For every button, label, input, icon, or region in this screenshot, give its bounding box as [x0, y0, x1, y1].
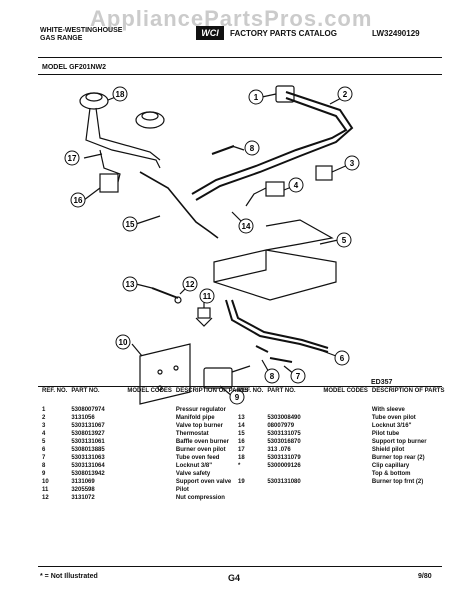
- svg-text:15: 15: [126, 220, 135, 229]
- svg-text:2: 2: [343, 90, 348, 99]
- brand-name: WHITE-WESTINGHOUSE: [40, 27, 123, 34]
- header-rule: [38, 57, 442, 58]
- col-description: DESCRIPTION OF PARTS: [371, 388, 445, 394]
- col-model-codes: MODEL CODES: [323, 388, 368, 394]
- footnote: * = Not Illustrated: [40, 573, 98, 580]
- callout-9: 9: [229, 389, 245, 405]
- svg-text:12: 12: [186, 280, 195, 289]
- callout-8: 8: [264, 368, 280, 384]
- callout-2: 2: [337, 86, 353, 102]
- model-rule: [38, 74, 442, 75]
- table-row: With sleeve: [371, 407, 405, 413]
- page-number: G4: [228, 573, 241, 583]
- parts-table-right: REF. NO. PART NO. MODEL CODES DESCRIPTIO…: [236, 388, 446, 486]
- svg-text:7: 7: [296, 372, 301, 381]
- footer-rule: [38, 566, 442, 567]
- table-row: Top & bottom: [371, 471, 411, 477]
- callout-16: 16: [70, 192, 86, 208]
- svg-text:8: 8: [250, 144, 255, 153]
- parts-table-left: REF. NO. PART NO. MODEL CODES DESCRIPTIO…: [40, 388, 250, 502]
- callout-15: 15: [122, 216, 138, 232]
- callout-6: 6: [334, 350, 350, 366]
- figure-code: ED357: [371, 379, 393, 386]
- svg-text:17: 17: [68, 154, 77, 163]
- wci-logo: WCI: [196, 26, 224, 40]
- callout-7: 7: [290, 368, 306, 384]
- col-model-codes: MODEL CODES: [127, 388, 172, 394]
- svg-text:9: 9: [235, 393, 240, 402]
- callout-17: 17: [64, 150, 80, 166]
- callout-14: 14: [238, 218, 254, 234]
- model-label: MODEL GF201NW2: [42, 64, 107, 71]
- svg-text:5: 5: [342, 236, 347, 245]
- catalog-title: FACTORY PARTS CATALOG: [230, 29, 337, 38]
- callout-10: 10: [115, 334, 131, 350]
- callout-12: 12: [182, 276, 198, 292]
- svg-text:1: 1: [254, 93, 259, 102]
- col-ref-no: REF. NO.: [42, 388, 68, 394]
- callout-18: 18: [112, 86, 128, 102]
- svg-text:14: 14: [242, 222, 251, 231]
- svg-text:11: 11: [203, 292, 212, 301]
- svg-text:18: 18: [116, 90, 125, 99]
- catalog-number: LW32490129: [372, 29, 420, 38]
- revision-date: 9/80: [418, 573, 432, 580]
- svg-text:3: 3: [350, 159, 355, 168]
- product-type: GAS RANGE: [40, 35, 83, 42]
- callout-4: 4: [288, 177, 304, 193]
- callout-11: 11: [199, 288, 215, 304]
- watermark: AppliancePartsPros.com: [90, 6, 373, 31]
- col-part-no: PART NO.: [71, 388, 100, 394]
- col-description: DESCRIPTION OF PARTS: [175, 388, 249, 394]
- table-top-rule: [38, 386, 442, 387]
- svg-text:4: 4: [294, 181, 299, 190]
- table-header-row: REF. NO. PART NO. MODEL CODES DESCRIPTIO…: [40, 388, 250, 406]
- callout-13: 13: [122, 276, 138, 292]
- callout-19: 8: [244, 140, 260, 156]
- callout-5: 5: [336, 232, 352, 248]
- svg-text:10: 10: [119, 338, 128, 347]
- svg-text:16: 16: [74, 196, 83, 205]
- callout-1: 1: [248, 89, 264, 105]
- callout-3: 3: [344, 155, 360, 171]
- svg-text:8: 8: [270, 372, 275, 381]
- col-part-no: PART NO.: [267, 388, 296, 394]
- svg-text:13: 13: [126, 280, 135, 289]
- col-ref-no: REF. NO.: [238, 388, 264, 394]
- svg-text:6: 6: [340, 354, 345, 363]
- table-header-row: REF. NO. PART NO. MODEL CODES DESCRIPTIO…: [236, 388, 446, 406]
